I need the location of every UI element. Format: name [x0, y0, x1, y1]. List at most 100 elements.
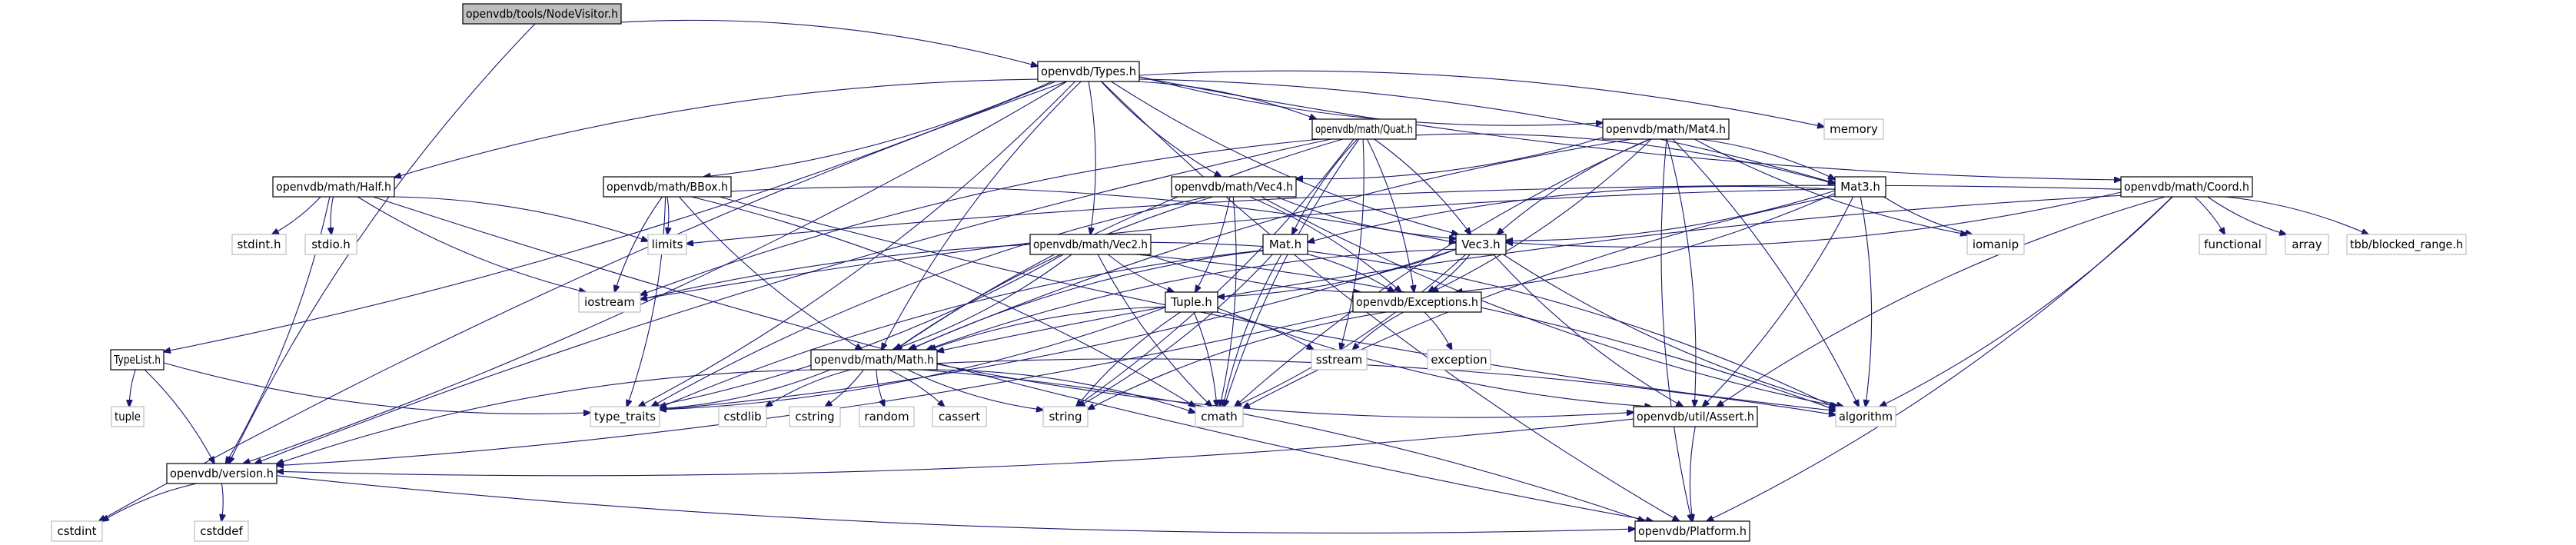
- node-box-vec2: [1029, 234, 1152, 255]
- node-box-mat4: [1602, 118, 1730, 140]
- edge-mathh-to-platform: [922, 369, 1644, 521]
- node-iostream: iostream: [578, 291, 641, 313]
- node-vec4[interactable]: openvdb/math/Vec4.h: [1171, 176, 1297, 198]
- edge-mat4-to-platform: [1660, 138, 1692, 521]
- edge-mat-to-iostream: [640, 241, 1264, 299]
- node-label-version: openvdb/version.h: [170, 467, 274, 480]
- edge-assert-to-version: [277, 418, 1634, 477]
- node-vec3[interactable]: Vec3.h: [1455, 234, 1507, 255]
- node-box-mathh: [810, 349, 938, 371]
- edge-vec3-to-cmath: [1235, 254, 1467, 407]
- node-platform[interactable]: openvdb/Platform.h: [1634, 520, 1750, 542]
- node-box-string: [1042, 406, 1089, 427]
- edge-coord-to-tbbrange: [2225, 196, 2368, 234]
- node-label-mat3: Mat3.h: [1840, 180, 1880, 194]
- node-label-iostream: iostream: [584, 295, 635, 309]
- edge-tuple_h-to-string: [1076, 311, 1182, 407]
- node-label-nodevisitor: openvdb/tools/NodeVisitor.h: [466, 7, 618, 21]
- edge-exceptions-to-exception: [1424, 311, 1452, 350]
- node-mat3[interactable]: Mat3.h: [1834, 176, 1886, 198]
- edge-types-to-typetraits: [639, 81, 1075, 407]
- edge-vec2-to-mathh: [892, 254, 1072, 350]
- edge-coord-to-limits: [686, 184, 2122, 244]
- node-quat[interactable]: openvdb/math/Quat.h: [1311, 118, 1417, 140]
- edge-bbox-to-mathh: [679, 196, 863, 350]
- edge-types-to-vec2: [1089, 81, 1096, 234]
- node-sstream: sstream: [1311, 349, 1368, 371]
- edge-half-to-limits: [391, 196, 648, 241]
- edge-vec4-to-vec3: [1276, 196, 1456, 238]
- node-mat[interactable]: Mat.h: [1262, 234, 1308, 255]
- edge-tuple_h-to-mathh: [929, 306, 1166, 350]
- node-bbox[interactable]: openvdb/math/BBox.h: [603, 176, 732, 198]
- edge-mat3-to-assert: [1703, 196, 1854, 407]
- edge-types-to-mathh: [882, 81, 1082, 350]
- node-box-mat: [1262, 234, 1308, 255]
- node-box-iostream: [578, 291, 641, 313]
- node-nodevisitor[interactable]: openvdb/tools/NodeVisitor.h: [462, 3, 622, 25]
- edge-mat4-to-algorithm: [1672, 138, 1859, 407]
- node-label-vec4: openvdb/math/Vec4.h: [1175, 180, 1293, 194]
- node-label-half: openvdb/math/Half.h: [276, 180, 391, 194]
- edge-typelist-to-version: [144, 369, 214, 464]
- edge-vec3-to-exceptions: [1428, 254, 1471, 292]
- edge-coord-to-algorithm: [1880, 196, 2173, 407]
- edge-mat3-to-mat: [1308, 185, 1836, 242]
- node-vec2[interactable]: openvdb/math/Vec2.h: [1029, 234, 1152, 255]
- node-box-types: [1037, 61, 1140, 82]
- node-label-cstdint: cstdint: [57, 524, 96, 538]
- node-box-cstdint: [51, 520, 103, 542]
- node-tuple_h[interactable]: Tuple.h: [1165, 291, 1218, 313]
- edge-bbox-to-typetraits: [627, 196, 666, 407]
- edge-version-to-cstdint: [102, 483, 197, 521]
- node-functional: functional: [2199, 234, 2267, 255]
- node-box-exceptions: [1352, 291, 1482, 313]
- node-box-tuple: [111, 406, 145, 427]
- node-box-version: [166, 463, 278, 484]
- node-label-array: array: [2292, 238, 2322, 251]
- node-label-platform: openvdb/Platform.h: [1638, 524, 1747, 538]
- edge-types-to-mat3: [1138, 78, 1835, 183]
- node-version[interactable]: openvdb/version.h: [166, 463, 278, 484]
- node-types[interactable]: openvdb/Types.h: [1037, 61, 1140, 82]
- edge-half-to-stdinth: [272, 196, 321, 234]
- node-label-vec3: Vec3.h: [1461, 238, 1500, 251]
- edge-coord-to-mathh: [937, 194, 2122, 351]
- node-typetraits: type_traits: [590, 406, 660, 427]
- node-box-quat: [1311, 118, 1417, 140]
- edge-mathh-to-cstdlib: [766, 369, 852, 407]
- node-box-cmath: [1195, 406, 1244, 427]
- node-label-cassert: cassert: [939, 410, 980, 424]
- node-iomanip: iomanip: [1966, 234, 2025, 255]
- node-coord[interactable]: openvdb/math/Coord.h: [2120, 176, 2253, 198]
- edge-mathh-to-assert: [936, 364, 1634, 418]
- edge-vec4-to-exceptions: [1249, 196, 1401, 292]
- edge-mathh-to-typetraits: [660, 369, 831, 409]
- node-exception: exception: [1427, 349, 1491, 371]
- edge-mat-to-exceptions: [1307, 254, 1394, 292]
- edge-types-to-memory: [1138, 70, 1824, 127]
- edge-types-to-half: [394, 78, 1039, 178]
- edge-vec4-to-mathh: [895, 196, 1214, 350]
- node-assert[interactable]: openvdb/util/Assert.h: [1633, 406, 1758, 427]
- edge-mat-to-cmath: [1223, 254, 1282, 407]
- node-box-cstring: [789, 406, 841, 427]
- edge-types-to-mat4: [1138, 76, 1603, 126]
- edge-vec3-to-algorithm: [1503, 254, 1844, 407]
- node-mat4[interactable]: openvdb/math/Mat4.h: [1602, 118, 1730, 140]
- node-cstring: cstring: [789, 406, 841, 427]
- node-label-typetraits: type_traits: [594, 410, 656, 424]
- node-mathh[interactable]: openvdb/math/Math.h: [810, 349, 938, 371]
- node-cmath: cmath: [1195, 406, 1244, 427]
- node-random: random: [859, 406, 915, 427]
- node-label-functional: functional: [2204, 238, 2262, 251]
- node-limits: limits: [647, 234, 687, 255]
- node-stdioh: stdio.h: [304, 234, 357, 255]
- edge-quat-to-mat: [1292, 138, 1358, 234]
- node-half[interactable]: openvdb/math/Half.h: [272, 176, 395, 198]
- node-typelist[interactable]: TypeList.h: [110, 349, 165, 371]
- node-label-cmath: cmath: [1201, 410, 1237, 424]
- edge-tuple_h-to-cmath: [1193, 311, 1217, 407]
- node-exceptions[interactable]: openvdb/Exceptions.h: [1352, 291, 1482, 313]
